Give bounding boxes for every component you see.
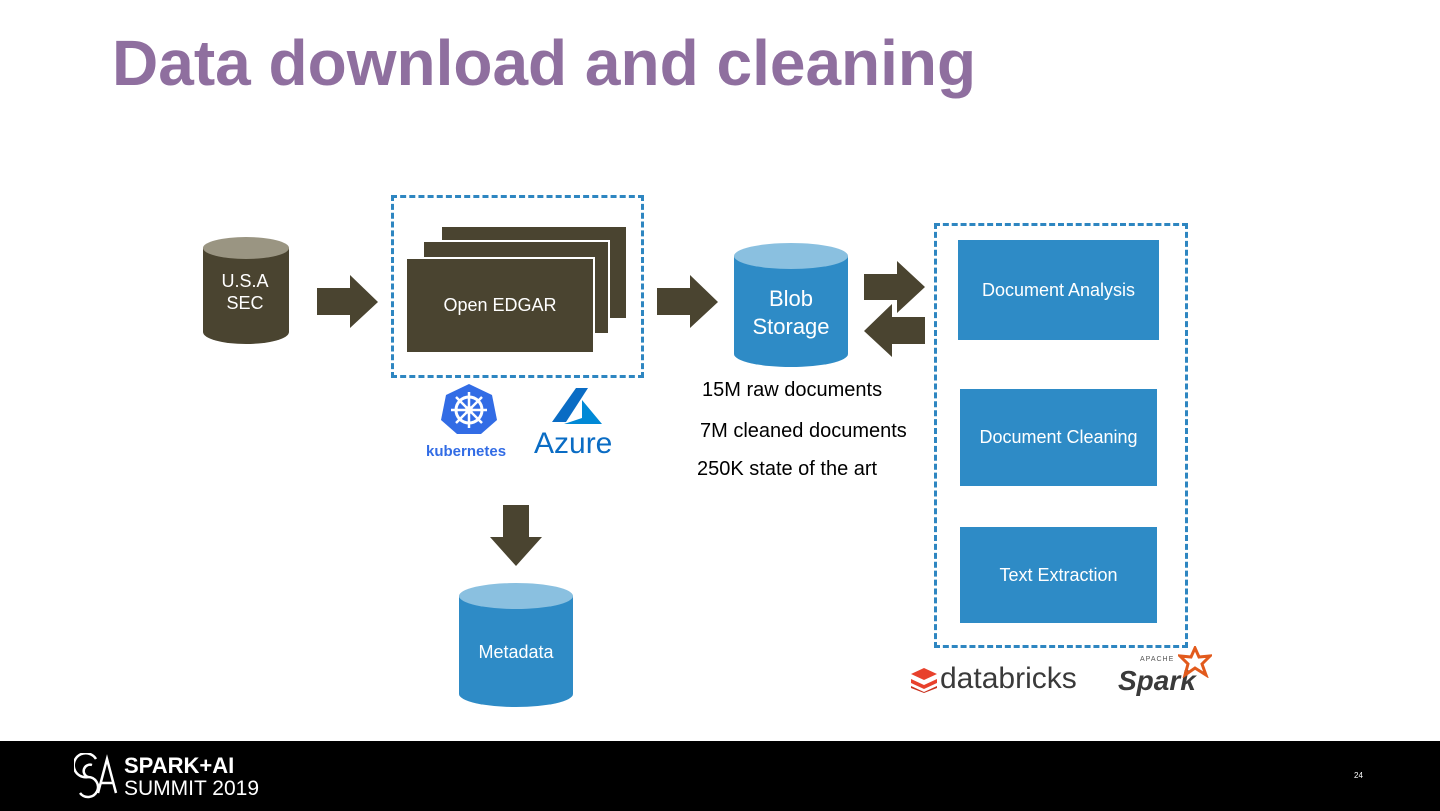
footer-bar: SPARK+AI SUMMIT 2019 24	[0, 741, 1440, 811]
blob-label-line2: Storage	[752, 314, 830, 339]
sec-label: U.S.A SEC	[203, 270, 287, 314]
arrow-edgar-to-metadata	[490, 505, 542, 566]
azure-icon	[552, 388, 602, 424]
page-number: 24	[1354, 771, 1363, 780]
sec-label-line1: U.S.A	[221, 271, 269, 291]
blob-storage-database-icon	[734, 243, 848, 367]
kubernetes-icon	[441, 384, 497, 434]
sec-database-icon	[203, 237, 289, 344]
apache-wordmark: APACHE	[1140, 656, 1175, 663]
arrow-blob-to-processing	[864, 261, 925, 313]
stat-cleaned-documents: 7M cleaned documents	[700, 420, 907, 442]
edgar-box: Open EDGAR	[405, 257, 595, 354]
arrow-sec-to-edgar	[317, 275, 378, 328]
sec-label-line2: SEC	[226, 293, 264, 313]
text-extraction-box: Text Extraction	[960, 527, 1157, 623]
blob-label-line1: Blob	[768, 286, 814, 311]
document-analysis-box: Document Analysis	[958, 240, 1159, 340]
arrow-edgar-to-blob	[657, 275, 718, 328]
slide-title: Data download and cleaning	[112, 27, 977, 99]
stat-state-of-the-art: 250K state of the art	[697, 458, 878, 480]
document-cleaning-box: Document Cleaning	[960, 389, 1157, 486]
blob-storage-label: Blob Storage	[734, 285, 848, 341]
spark-wordmark: Spark	[1118, 665, 1196, 696]
edgar-cluster-boundary	[391, 195, 644, 378]
spark-ai-summit-logo-icon	[74, 753, 118, 799]
metadata-label: Metadata	[478, 642, 554, 662]
stat-raw-documents: 15M raw documents	[702, 379, 883, 401]
arrow-processing-to-blob	[864, 304, 925, 357]
databricks-wordmark: databricks	[940, 662, 1077, 695]
azure-wordmark: Azure	[534, 427, 613, 460]
processing-cluster-boundary	[934, 223, 1188, 648]
metadata-database-icon	[459, 583, 573, 707]
footer-brand-line1: SPARK+AI	[124, 753, 235, 778]
footer-brand-line2: SUMMIT 2019	[124, 777, 259, 800]
databricks-icon	[911, 668, 937, 693]
kubernetes-wordmark: kubernetes	[426, 443, 507, 460]
spark-star-icon	[1178, 646, 1212, 678]
